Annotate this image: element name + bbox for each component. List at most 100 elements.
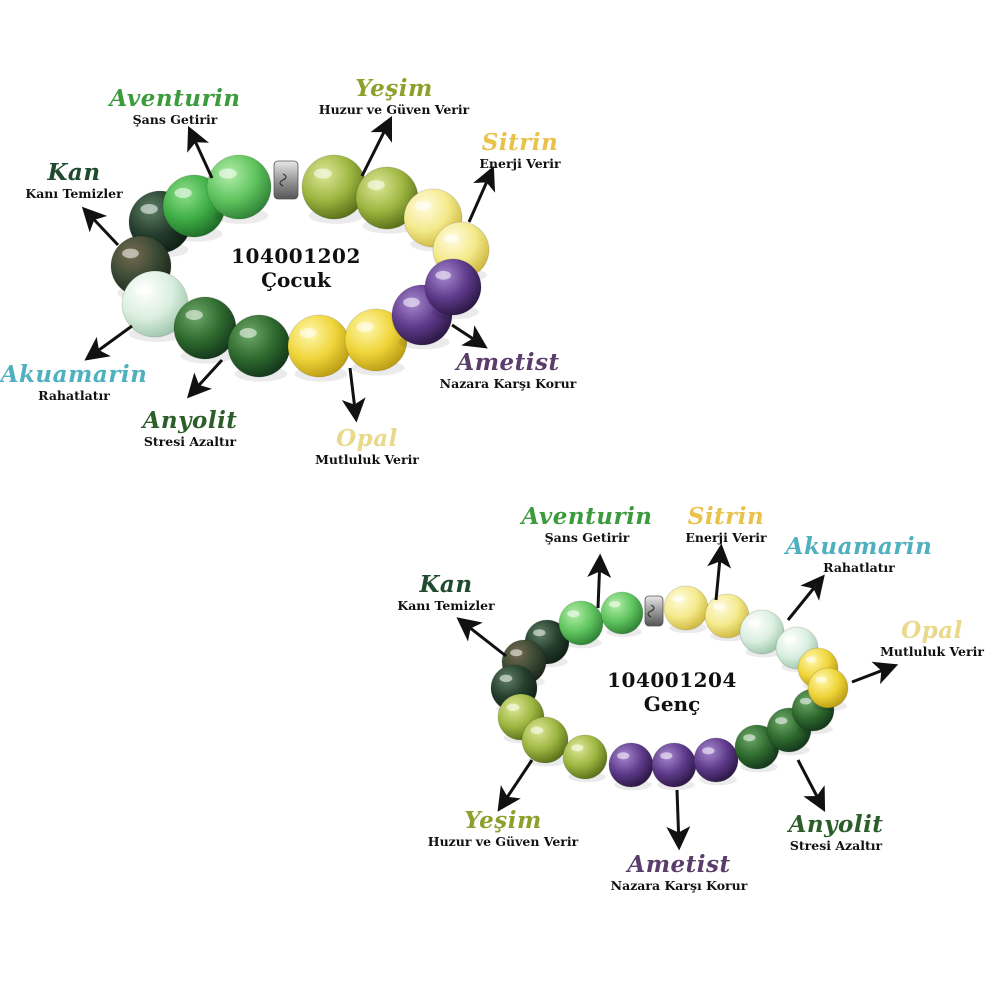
pointer-arrow [666, 789, 691, 851]
spacer-ornament [647, 604, 655, 618]
stone-name: Opal [336, 425, 398, 452]
pointer-arrow [451, 323, 488, 349]
bead-highlight [239, 328, 257, 338]
bead [600, 591, 644, 635]
pointer-arrows [81, 115, 899, 851]
bracelet-genc [490, 585, 849, 791]
bead-highlight [743, 734, 756, 742]
stone-benefit: Nazara Karşı Korur [439, 376, 577, 391]
stone-benefit: Rahatlatır [38, 388, 110, 403]
pointer-arrow [467, 165, 496, 223]
bead [301, 154, 367, 220]
bead-highlight [499, 674, 513, 683]
metal-spacer [273, 160, 299, 200]
bead [227, 314, 291, 378]
stone-benefit: Enerji Verir [685, 530, 767, 545]
pointer-arrow [851, 661, 899, 685]
stone-benefit: Mutluluk Verir [880, 644, 984, 659]
stone-name: Kan [419, 571, 473, 598]
stone-benefit: Kanı Temizler [25, 186, 123, 201]
bead [558, 600, 604, 646]
stone-benefit: Rahatlatır [823, 560, 895, 575]
label-aventurin: Aventurin Şans Getirir [109, 85, 241, 128]
bead-highlight [713, 603, 726, 611]
metal-spacer [644, 595, 664, 627]
bead-highlight [134, 284, 153, 296]
bead-highlight [533, 629, 546, 637]
stone-name: Akuamarin [785, 533, 933, 560]
stone-name: Ametist [456, 349, 560, 376]
stone-benefit: Huzur ve Güven Verir [427, 834, 579, 849]
stone-name: Anyolit [788, 811, 884, 838]
stone-name: Yeşim [355, 75, 433, 102]
label-yesim: Yeşim Huzur ve Güven Verir [427, 807, 579, 850]
bead-highlight [702, 747, 715, 755]
label-anyolit: Anyolit Stresi Azaltır [142, 407, 238, 450]
stone-name: Ametist [627, 851, 731, 878]
pointer-arrow [341, 367, 366, 423]
bead [287, 314, 351, 378]
label-opal: Opal Mutluluk Verir [315, 425, 419, 468]
bead [663, 585, 709, 631]
label-akuamarin: Akuamarin Rahatlatır [1, 362, 148, 404]
bead-highlight [218, 168, 237, 179]
stone-name: Sitrin [687, 503, 765, 530]
label-sitrin: Sitrin Enerji Verir [479, 129, 561, 172]
bead-highlight [775, 717, 788, 725]
bead-highlight [748, 619, 761, 627]
bead-highlight [356, 322, 374, 332]
pointer-arrow [360, 115, 393, 177]
label-akuamarin: Akuamarin Rahatlatır [785, 533, 933, 576]
stone-name: Aventurin [521, 503, 653, 530]
bead [206, 154, 272, 220]
pointer-arrow [84, 324, 133, 361]
product-code-genc: 104001204 Genç [607, 668, 737, 716]
pointer-arrow [456, 617, 507, 658]
bead [521, 716, 569, 764]
spacer-ornament [279, 173, 287, 187]
stone-name: Sitrin [481, 129, 559, 156]
product-name: Genç [643, 692, 701, 716]
bead-highlight [435, 270, 452, 280]
label-ametist: Ametist Nazara Karşı Korur [610, 851, 748, 894]
stone-benefit: Kanı Temizler [397, 598, 495, 613]
label-ametist: Ametist Nazara Karşı Korur [439, 349, 577, 392]
bead [562, 734, 608, 780]
stone-name: Opal [901, 617, 963, 644]
stone-benefit: Nazara Karşı Korur [610, 878, 748, 893]
pointer-arrow [186, 358, 224, 399]
stone-name: Aventurin [109, 85, 241, 112]
product-code-cocuk: 104001202 Çocuk [231, 244, 361, 292]
bead-highlight [414, 201, 431, 211]
bead-highlight [783, 635, 796, 643]
pointer-arrow [587, 553, 612, 609]
pointer-arrow [81, 206, 120, 247]
bead-highlight [799, 697, 812, 705]
pointer-arrow [187, 125, 214, 179]
stone-name: Kan [47, 159, 101, 186]
bead-highlight [815, 676, 827, 683]
bead-highlight [506, 703, 520, 712]
label-anyolit: Anyolit Stresi Azaltır [788, 811, 884, 854]
bead-highlight [805, 656, 817, 663]
pointer-arrow [497, 759, 534, 812]
bead-highlight [571, 744, 584, 752]
bead [807, 667, 849, 709]
stone-benefit: Stresi Azaltır [143, 434, 237, 449]
bead-highlight [122, 248, 139, 259]
stone-name: Yeşim [464, 807, 542, 834]
bead-highlight [140, 204, 158, 214]
bead [651, 742, 697, 788]
stone-name: Anyolit [142, 407, 238, 434]
bead-highlight [608, 600, 621, 608]
stone-benefit: Enerji Verir [479, 156, 561, 171]
bead-highlight [672, 595, 685, 603]
bead-highlight [530, 726, 544, 735]
stone-benefit: Şans Getirir [544, 530, 630, 545]
label-yesim: Yeşim Huzur ve Güven Verir [318, 75, 470, 118]
bead-highlight [567, 610, 580, 618]
stone-benefit: Huzur ve Güven Verir [318, 102, 470, 117]
label-opal: Opal Mutluluk Verir [880, 617, 984, 660]
product-code: 104001202 [231, 244, 361, 268]
